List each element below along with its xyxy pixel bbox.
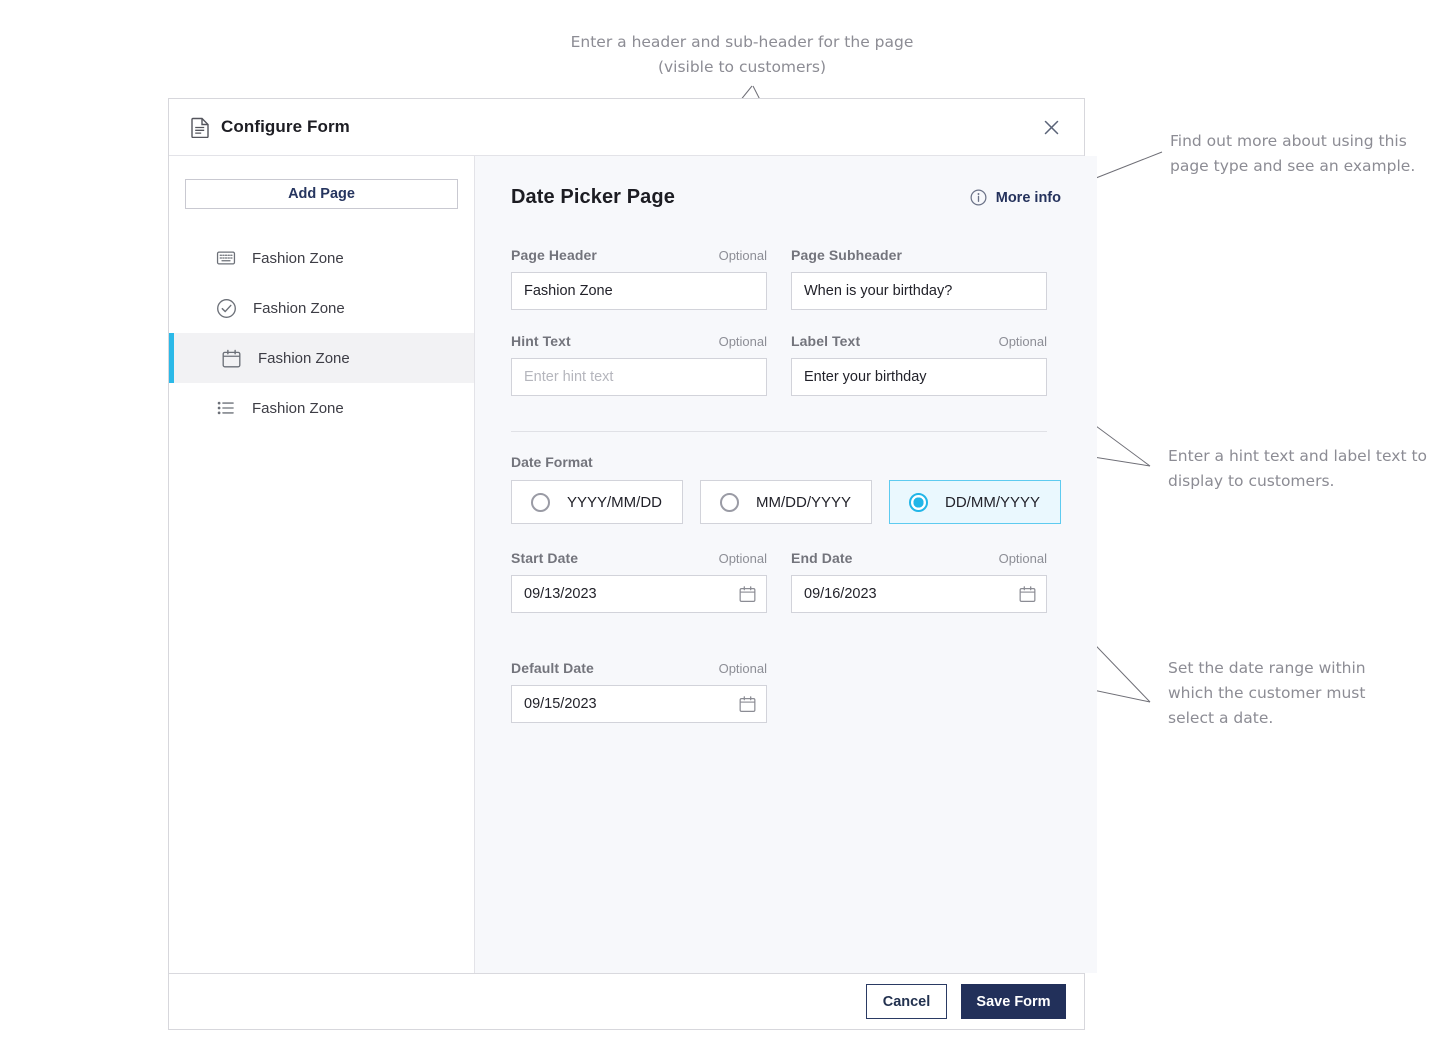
field-label-row: Page Subheader [791,247,1047,263]
radio-label: DD/MM/YYYY [945,493,1041,511]
radio-option-mm-dd-yyyy[interactable]: MM/DD/YYYY [700,480,872,524]
hint-text-input[interactable]: Enter hint text [511,358,767,396]
field-label-text: Label Text Optional Enter your birthday [791,333,1047,396]
field-hint-text: Hint Text Optional Enter hint text [511,333,767,396]
label-text-input[interactable]: Enter your birthday [791,358,1047,396]
field-label-row: End Date Optional [791,550,1047,566]
field-label: Hint Text [511,333,571,349]
field-label: End Date [791,550,853,566]
dialog-header: Configure Form [169,99,1084,156]
field-label: Default Date [511,660,594,676]
field-page-subheader: Page Subheader When is your birthday? [791,247,1047,310]
sidebar-item-text-page[interactable]: Fashion Zone [169,233,474,283]
sidebar-item-checkbox-page[interactable]: Fashion Zone [169,283,474,333]
sidebar-item-label: Fashion Zone [253,299,345,317]
page-title: Date Picker Page [511,186,675,208]
more-info-label: More info [995,189,1061,206]
radio-indicator [531,492,550,512]
page-subheader-input[interactable]: When is your birthday? [791,272,1047,310]
field-end-date: End Date Optional 09/16/2023 [791,550,1047,613]
field-label-row: Page Header Optional [511,247,767,263]
field-start-date: Start Date Optional 09/13/2023 [511,550,767,613]
list-icon [216,398,236,418]
start-date-input[interactable]: 09/13/2023 [511,575,767,613]
radio-option-yyyy-mm-dd[interactable]: YYYY/MM/DD [511,480,683,524]
annotation-more-info: Find out more about using this page type… [1170,132,1416,175]
page-sidebar: Add Page Fashion Zone [169,156,475,973]
field-label-row: Default Date Optional [511,660,767,676]
radio-indicator [720,492,739,512]
configure-form-dialog: Configure Form Add Page [168,98,1097,1030]
document-icon [191,117,210,138]
dialog-footer: Cancel Save Form [169,973,1084,1029]
keyboard-icon [216,248,236,268]
calendar-icon[interactable] [1018,585,1037,604]
sidebar-item-label: Fashion Zone [252,399,344,417]
end-date-input[interactable]: 09/16/2023 [791,575,1047,613]
close-icon[interactable] [1036,112,1066,142]
default-date-value: 09/15/2023 [524,696,597,712]
radio-label: YYYY/MM/DD [567,493,663,511]
default-date-input[interactable]: 09/15/2023 [511,685,767,723]
optional-tag: Optional [718,248,767,263]
dialog-body: Add Page Fashion Zone [169,156,1097,973]
sidebar-item-label: Fashion Zone [252,249,344,267]
optional-tag: Optional [718,334,767,349]
annotation-header-subheader: Enter a header and sub-header for the pa… [570,33,914,76]
annotation-hint-label: Enter a hint text and label text to disp… [1168,447,1428,490]
calendar-icon [221,348,242,369]
optional-tag: Optional [718,551,767,566]
field-label: Start Date [511,550,579,566]
optional-tag: Optional [998,551,1047,566]
optional-tag: Optional [718,661,767,676]
start-date-value: 09/13/2023 [524,586,597,602]
sidebar-item-label: Fashion Zone [258,349,350,367]
radio-option-dd-mm-yyyy[interactable]: DD/MM/YYYY [889,480,1061,524]
optional-tag: Optional [998,334,1047,349]
page-header-input[interactable]: Fashion Zone [511,272,767,310]
sidebar-item-date-picker-page[interactable]: Fashion Zone [169,333,474,383]
date-format-label: Date Format [511,454,593,470]
field-label: Page Header [511,247,597,263]
field-label: Label Text [791,333,861,349]
date-range-grid: Start Date Optional 09/13/2023 [511,550,1061,636]
page-editor-panel: Date Picker Page More info [475,156,1097,973]
field-label-row: Label Text Optional [791,333,1047,349]
annotation-date-range: Set the date range within which the cust… [1168,659,1366,727]
field-label-row: Hint Text Optional [511,333,767,349]
calendar-icon[interactable] [738,695,757,714]
save-form-button[interactable]: Save Form [961,984,1066,1019]
page-list: Fashion Zone Fashion Zone [169,233,474,433]
text-fields-grid: Page Header Optional Fashion Zone Page S… [511,247,1061,419]
add-page-button[interactable]: Add Page [185,179,458,209]
sidebar-item-list-page[interactable]: Fashion Zone [169,383,474,433]
cancel-button[interactable]: Cancel [866,984,947,1019]
field-label-row: Start Date Optional [511,550,767,566]
field-page-header: Page Header Optional Fashion Zone [511,247,767,310]
field-label: Page Subheader [791,247,903,263]
field-default-date: Default Date Optional 09/15/2023 [511,660,767,723]
more-info-button[interactable]: More info [970,186,1061,206]
dialog-title: Configure Form [221,117,350,136]
section-divider [511,431,1047,432]
date-format-radio-group: YYYY/MM/DD MM/DD/YYYY DD/MM/YYYY [511,480,1061,524]
info-circle-icon [970,189,987,206]
radio-label: MM/DD/YYYY [756,493,852,511]
check-circle-icon [216,298,237,319]
calendar-icon[interactable] [738,585,757,604]
end-date-value: 09/16/2023 [804,586,877,602]
panel-header-row: Date Picker Page More info [511,186,1061,209]
radio-indicator [909,492,928,512]
